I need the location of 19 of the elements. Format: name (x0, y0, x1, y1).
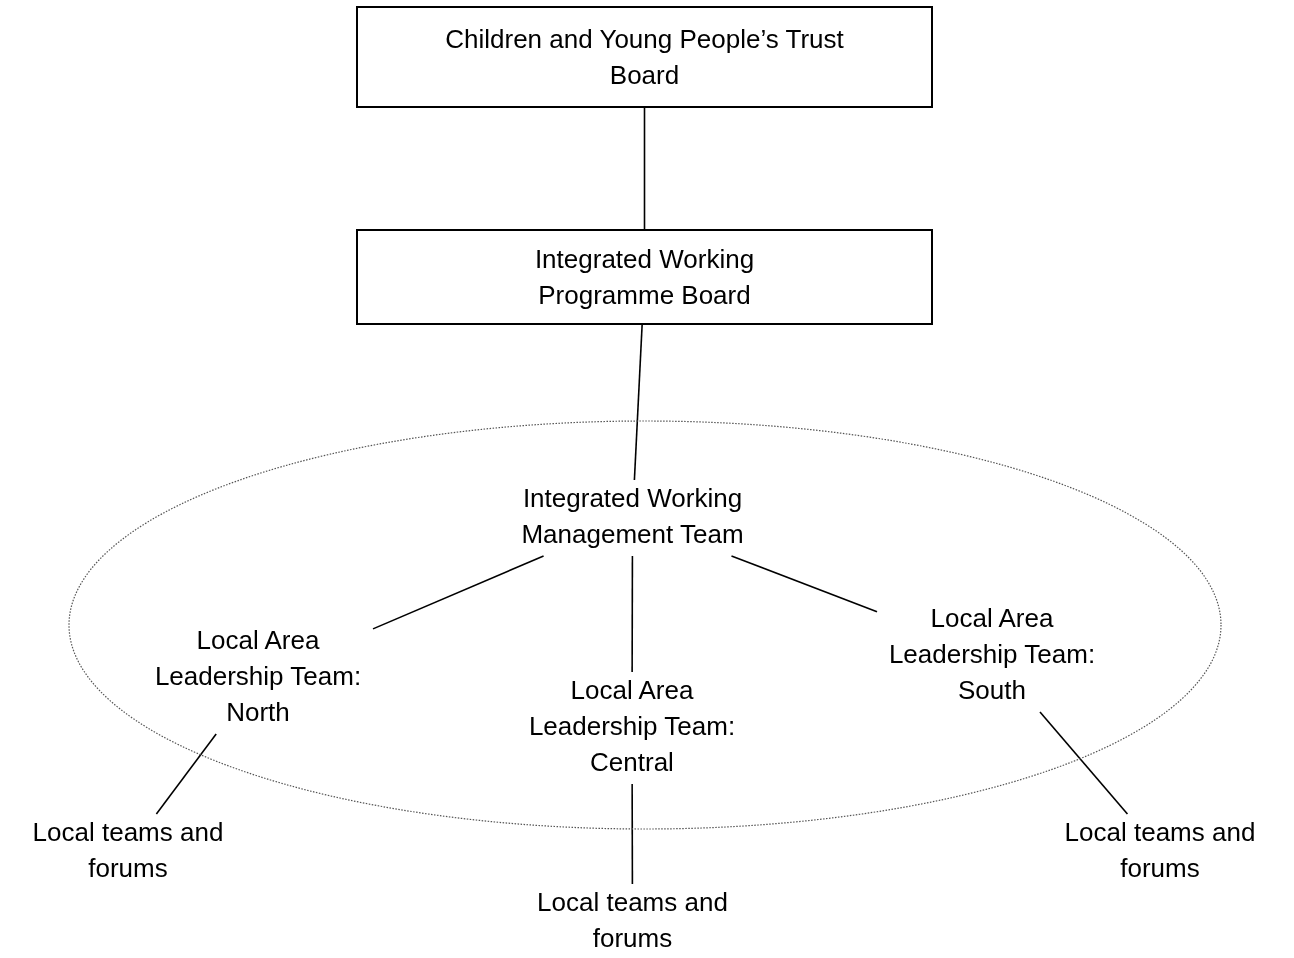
box-label: Children and Young People’s Trust Board (444, 23, 845, 92)
board-box (356, 229, 933, 325)
team-label: Local teams and forums (505, 884, 760, 958)
connector-line (155, 733, 217, 815)
team-label: Local teams and forums (0, 814, 256, 890)
connector-line (730, 555, 878, 613)
team-label: Local Area Leadership Team: North (143, 622, 373, 734)
team-label: Local teams and forums (1030, 814, 1290, 890)
connector-line (631, 783, 634, 885)
team-label: Integrated Working Management Team (480, 480, 785, 556)
team-label: Local Area Leadership Team: Central (517, 672, 747, 784)
connector-line (631, 555, 634, 673)
connector-line (643, 107, 646, 230)
board-box (356, 6, 933, 108)
box-label: Integrated Working Programme Board (533, 243, 756, 312)
connector-line (633, 324, 643, 481)
team-label: Local Area Leadership Team: South (877, 600, 1107, 712)
connector-line (372, 555, 545, 630)
connector-line (1039, 711, 1129, 815)
